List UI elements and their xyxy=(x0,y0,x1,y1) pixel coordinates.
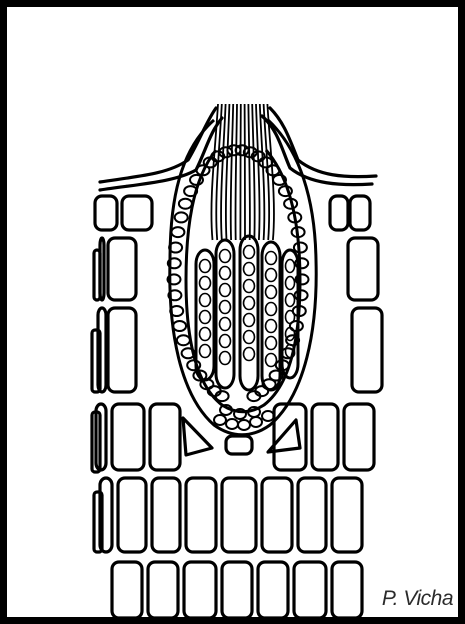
cell xyxy=(95,196,117,230)
ascospore xyxy=(220,318,231,331)
wall-cell xyxy=(179,199,192,209)
wall-cell xyxy=(238,420,250,430)
ascospore xyxy=(200,294,211,307)
cell xyxy=(122,196,152,230)
cell xyxy=(294,562,326,618)
wall-cell xyxy=(279,186,292,196)
ascospore xyxy=(200,311,211,324)
artist-signature: P. Vicha xyxy=(382,587,453,611)
wall-cell xyxy=(214,415,226,425)
cell xyxy=(92,330,100,392)
periphysis xyxy=(256,104,260,240)
cell xyxy=(258,562,288,618)
ascospore xyxy=(220,284,231,297)
perithecium xyxy=(168,104,317,435)
cell xyxy=(148,562,178,618)
wall-cell xyxy=(173,321,186,331)
ascospore xyxy=(244,314,255,327)
cortex-cells xyxy=(92,196,382,618)
ascospore xyxy=(244,280,255,293)
cell xyxy=(298,478,326,552)
ascospore xyxy=(266,337,277,350)
cell xyxy=(226,436,252,454)
ascospore xyxy=(286,294,295,307)
ascospore xyxy=(220,267,231,280)
cell xyxy=(183,418,212,455)
cell xyxy=(184,562,216,618)
cell xyxy=(332,562,362,618)
ascospore xyxy=(266,303,277,316)
ascospore xyxy=(266,320,277,333)
periphysis xyxy=(235,104,237,240)
ascospore xyxy=(200,260,211,273)
ascospore xyxy=(244,331,255,344)
ascospore xyxy=(220,352,231,365)
periphysis xyxy=(260,104,265,240)
cell xyxy=(222,478,256,552)
ascospore xyxy=(244,263,255,276)
periphysis xyxy=(231,104,234,240)
ascus xyxy=(196,250,214,380)
cell xyxy=(312,404,338,470)
ascospore xyxy=(266,354,277,367)
cell xyxy=(262,478,292,552)
ascospore xyxy=(220,335,231,348)
ascospore xyxy=(200,328,211,341)
cell xyxy=(108,308,136,392)
ascospore xyxy=(244,297,255,310)
cell xyxy=(94,492,102,552)
wall-cell xyxy=(175,212,188,222)
ascospore xyxy=(286,260,295,273)
cell xyxy=(348,238,378,300)
cell xyxy=(118,478,146,552)
ascospore xyxy=(244,348,255,361)
cell xyxy=(112,562,142,618)
wall-cell xyxy=(236,145,249,155)
cell xyxy=(332,478,362,552)
cell xyxy=(150,404,180,470)
ascospore xyxy=(286,311,295,324)
periphysis xyxy=(248,104,250,240)
ascospore xyxy=(266,286,277,299)
cell xyxy=(186,478,216,552)
ascospore xyxy=(286,328,295,341)
cell xyxy=(108,238,136,300)
cell xyxy=(274,404,306,470)
epidermis-line xyxy=(100,108,216,182)
cell xyxy=(222,562,252,618)
ascospore xyxy=(220,301,231,314)
periphysis xyxy=(221,104,226,240)
ascospore xyxy=(266,269,277,282)
wall-cell xyxy=(177,335,190,345)
cell xyxy=(330,196,348,230)
ascospore xyxy=(266,252,277,265)
ascospore xyxy=(286,277,295,290)
ascospore xyxy=(200,277,211,290)
cell xyxy=(352,308,382,392)
cell xyxy=(94,250,100,300)
wall-cell xyxy=(250,417,262,427)
ascospore xyxy=(200,345,211,358)
wall-cell xyxy=(226,419,238,429)
cell xyxy=(344,404,374,470)
wall-cell xyxy=(187,360,200,370)
ascospore xyxy=(244,246,255,259)
periphysis xyxy=(252,104,255,240)
cell xyxy=(152,478,180,552)
cell xyxy=(112,404,144,470)
wall-cell xyxy=(262,411,274,421)
wall-cell xyxy=(171,227,184,237)
cell xyxy=(350,196,370,230)
host-surface-layers xyxy=(100,108,376,190)
ascospore xyxy=(220,250,231,263)
periphysis xyxy=(226,104,230,240)
